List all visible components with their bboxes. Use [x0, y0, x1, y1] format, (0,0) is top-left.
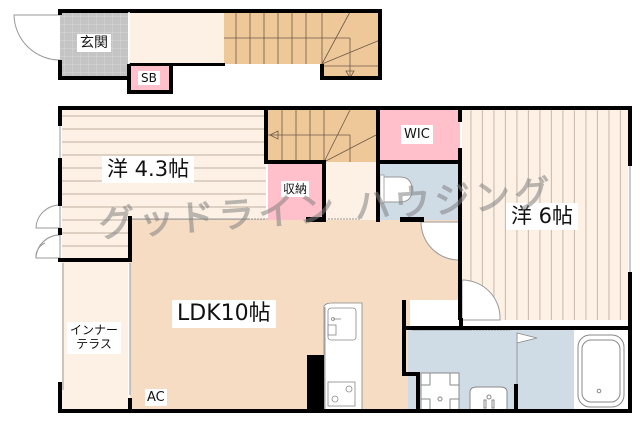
storage-label: 収納 — [281, 181, 310, 197]
kitchen-counter — [307, 302, 363, 411]
stair-treads-upper — [224, 11, 381, 79]
staircase-lower — [268, 110, 376, 162]
ldk-label: LDK10帖 — [172, 300, 276, 328]
inner-terrace-label: インナー テラス — [67, 322, 122, 354]
wic-label: WIC — [401, 125, 433, 144]
inner-terrace-label-line2: テラス — [76, 336, 112, 351]
entrance-door-icon[interactable] — [13, 14, 61, 61]
toilet-icon — [379, 174, 413, 204]
wash-basin-icon — [469, 386, 508, 410]
western-room-1-label: 洋 4.3帖 — [102, 156, 195, 183]
stove-icon — [327, 381, 356, 407]
hallway-upper — [129, 12, 224, 64]
ac-label: AC — [145, 389, 167, 406]
western-room-2-label: 洋 6帖 — [506, 203, 579, 230]
kitchen-sink-icon — [327, 307, 357, 341]
walls-lower — [58, 106, 632, 413]
bathtub-icon — [577, 334, 625, 408]
balcony-door-icons[interactable] — [35, 204, 61, 259]
entrance-label: 玄関 — [77, 34, 111, 52]
washing-machine-icon — [420, 372, 460, 411]
stair-treads-lower — [268, 109, 377, 174]
shoe-box-label: SB — [138, 71, 160, 85]
walls-upper — [58, 9, 382, 94]
hallway-lower — [324, 162, 376, 220]
room-6-door-icon[interactable] — [461, 279, 501, 321]
inner-terrace-label-line1: インナー — [70, 323, 119, 337]
